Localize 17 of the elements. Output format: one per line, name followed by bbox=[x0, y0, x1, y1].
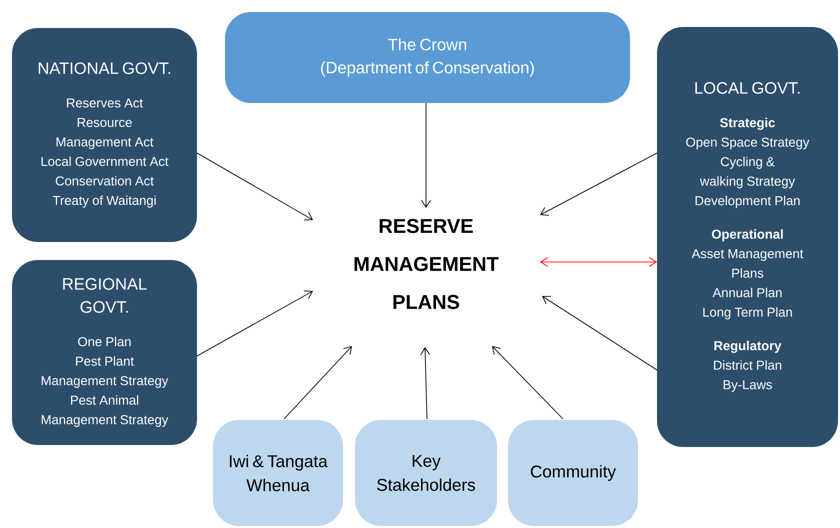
stakeholder-box: Key Stakeholders bbox=[355, 420, 497, 526]
arrow bbox=[196, 290, 313, 356]
header-box: The Crown (Department of Conservation) bbox=[225, 12, 630, 103]
arrow bbox=[421, 102, 431, 208]
arrow bbox=[284, 346, 352, 420]
info-card: LOCAL GOVT. Strategic Open Space Strategy Cycling & walking Strategy Development Plan Operational Asset Management Plans Annual Plan Long Term Plan Regulatory District Plan By-Laws bbox=[657, 27, 838, 447]
arrow bbox=[420, 347, 430, 420]
double-arrow bbox=[540, 257, 657, 267]
info-card: REGIONAL GOVT. One Plan Pest Plant Management Strategy Pest Animal Management Strategy bbox=[12, 260, 197, 445]
info-card: NATIONAL GOVT. Reserves Act Resource Management Act Local Government Act Conservation Act Treaty of Waitangi bbox=[12, 28, 197, 242]
arrow bbox=[542, 296, 658, 370]
title-text: RESERVE MANAGEMENT PLANS bbox=[354, 218, 499, 310]
arrow bbox=[196, 152, 313, 220]
arrow bbox=[540, 152, 658, 216]
arrow bbox=[492, 346, 564, 420]
stakeholder-box: Community bbox=[508, 420, 638, 526]
stakeholder-box: Iwi & Tangata Whenua bbox=[213, 420, 343, 526]
